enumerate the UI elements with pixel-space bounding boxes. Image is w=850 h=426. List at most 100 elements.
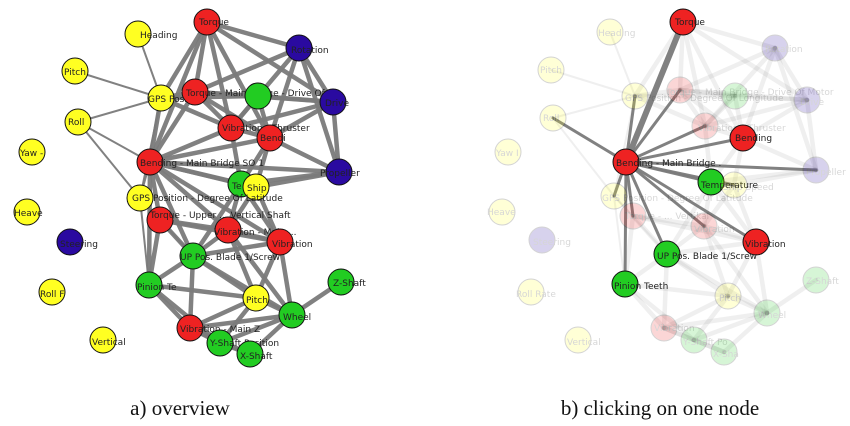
a-node-circle[interactable]: [206, 329, 234, 357]
b-node-vib2[interactable]: Vibration: [742, 228, 786, 256]
a-node-wheel[interactable]: Wheel: [278, 301, 311, 329]
b-node-circle[interactable]: [494, 138, 522, 166]
a-node-circle[interactable]: [146, 206, 174, 234]
b-node-wheel[interactable]: Wheel: [753, 299, 786, 327]
a-node-circle[interactable]: [38, 278, 66, 306]
b-node-circle[interactable]: [802, 266, 830, 294]
b-node-torque[interactable]: Torque: [669, 8, 705, 36]
a-node-circle[interactable]: [61, 57, 89, 85]
a-node-circle[interactable]: [126, 184, 154, 212]
b-node-xshaft[interactable]: X-Sha: [710, 338, 739, 366]
a-node-circle[interactable]: [244, 82, 272, 110]
a-node-pitch2[interactable]: Pitch: [242, 284, 270, 312]
b-node-yshaft[interactable]: Y-Shaft Po: [680, 326, 728, 354]
a-node-rollrate[interactable]: Roll F: [38, 278, 66, 306]
a-node-rotation[interactable]: Rotation: [285, 34, 329, 62]
a-node-circle[interactable]: [64, 108, 92, 136]
a-node-xshaft[interactable]: X-Shaft: [236, 340, 273, 368]
b-node-circle[interactable]: [690, 212, 718, 240]
a-node-yaw[interactable]: Yaw -: [18, 138, 46, 166]
b-node-circle[interactable]: [714, 282, 742, 310]
b-node-circle[interactable]: [564, 326, 592, 354]
b-node-shipspeed[interactable]: Ship Speed: [720, 171, 774, 199]
b-node-circle[interactable]: [761, 34, 789, 62]
b-node-circle[interactable]: [619, 202, 647, 230]
a-node-circle[interactable]: [256, 124, 284, 152]
b-node-drive[interactable]: Drive: [793, 86, 824, 114]
b-node-heave[interactable]: Heave: [487, 198, 516, 226]
b-node-uppos[interactable]: UP Pos. Blade 1/Screw: [653, 240, 757, 268]
b-node-bendmain[interactable]: Bending - Main Bridge .: [612, 148, 721, 176]
a-node-circle[interactable]: [242, 284, 270, 312]
a-node-circle[interactable]: [285, 34, 313, 62]
a-node-circle[interactable]: [147, 84, 175, 112]
a-node-circle[interactable]: [193, 8, 221, 36]
b-node-gpslong[interactable]: GPS Position - Degree Of Longitude: [621, 82, 784, 110]
b-node-circle[interactable]: [653, 240, 681, 268]
a-node-circle[interactable]: [327, 268, 355, 296]
a-node-vib2[interactable]: Vibration: [266, 228, 313, 256]
a-node-gpslong[interactable]: GPS Positi: [147, 84, 193, 112]
b-node-circle[interactable]: [666, 76, 694, 104]
a-node-circle[interactable]: [135, 271, 163, 299]
b-node-circle[interactable]: [611, 270, 639, 298]
a-node-circle[interactable]: [181, 78, 209, 106]
b-node-gpslat[interactable]: GPS Position - Degree Of Latitude: [600, 182, 753, 210]
b-node-circle[interactable]: [539, 104, 567, 132]
a-node-circle[interactable]: [325, 158, 353, 186]
a-node-circle[interactable]: [266, 228, 294, 256]
a-node-circle[interactable]: [236, 340, 264, 368]
b-node-greenbridge[interactable]: [721, 82, 749, 110]
a-node-zshaft[interactable]: Z-Shaft: [327, 268, 366, 296]
a-node-circle[interactable]: [214, 216, 242, 244]
b-node-circle[interactable]: [680, 326, 708, 354]
b-node-rollrate[interactable]: Roll Rate: [516, 278, 556, 306]
a-node-circle[interactable]: [56, 228, 84, 256]
b-node-circle[interactable]: [753, 299, 781, 327]
b-node-circle[interactable]: [528, 226, 556, 254]
a-node-circle[interactable]: [136, 148, 164, 176]
b-node-circle[interactable]: [621, 82, 649, 110]
b-node-rotation[interactable]: Rotation: [761, 34, 803, 62]
a-node-bendmain[interactable]: Bending - Main Bridge SO 1: [136, 148, 264, 176]
b-node-pitch2[interactable]: Pitch: [714, 282, 742, 310]
b-node-steering[interactable]: Steering: [528, 226, 571, 254]
a-node-circle[interactable]: [13, 198, 41, 226]
a-node-roll[interactable]: Roll: [64, 108, 92, 136]
b-node-circle[interactable]: [600, 182, 628, 210]
b-node-circle[interactable]: [802, 156, 830, 184]
a-node-circle[interactable]: [242, 173, 270, 201]
b-node-circle[interactable]: [742, 228, 770, 256]
a-node-bending1[interactable]: Bendi: [256, 124, 286, 152]
b-node-circle[interactable]: [488, 198, 516, 226]
a-node-greenbridge[interactable]: [244, 82, 272, 110]
b-node-zshaft[interactable]: Z-Shaft: [802, 266, 839, 294]
a-node-shipspeed[interactable]: Ship: [242, 173, 270, 201]
b-node-circle[interactable]: [537, 56, 565, 84]
a-node-propeller[interactable]: Propeller: [320, 158, 360, 186]
b-node-vibmain[interactable]: Vibration: [690, 212, 735, 240]
b-node-circle[interactable]: [710, 338, 738, 366]
b-node-propeller[interactable]: Propeller: [802, 156, 846, 184]
b-node-circle[interactable]: [697, 168, 725, 196]
a-node-circle[interactable]: [217, 114, 245, 142]
b-node-circle[interactable]: [721, 82, 749, 110]
b-node-circle[interactable]: [517, 278, 545, 306]
a-node-circle[interactable]: [124, 20, 152, 48]
b-node-circle[interactable]: [669, 8, 697, 36]
a-node-vibmain[interactable]: Vibration - Main ...: [214, 216, 297, 244]
b-node-bending1[interactable]: Bending: [729, 124, 772, 152]
b-node-roll[interactable]: Roll: [539, 104, 567, 132]
b-node-yaw[interactable]: Yaw I: [494, 138, 522, 166]
b-node-pitch1[interactable]: Pitch: [537, 56, 565, 84]
a-node-pitch1[interactable]: Pitch: [61, 57, 89, 85]
a-node-heading[interactable]: Heading: [124, 20, 177, 48]
b-node-pinion[interactable]: Pinion Teeth: [611, 270, 668, 298]
b-node-torqupper[interactable]: Torque - ... Vertikal: [619, 202, 709, 230]
b-node-tgreen[interactable]: Temperature: [697, 168, 758, 196]
a-node-drive[interactable]: Drive: [319, 88, 349, 116]
a-node-vertical[interactable]: Vertical: [89, 326, 126, 354]
b-node-circle[interactable]: [793, 86, 821, 114]
a-node-circle[interactable]: [319, 88, 347, 116]
a-node-circle[interactable]: [176, 314, 204, 342]
